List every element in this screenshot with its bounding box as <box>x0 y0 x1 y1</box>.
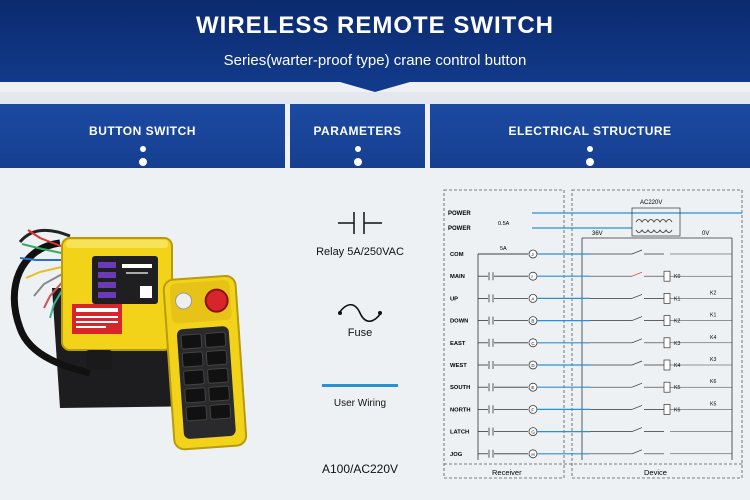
row-label: LATCH <box>450 430 469 436</box>
fuse-icon <box>338 304 382 322</box>
v0-label: 0V <box>702 231 709 237</box>
interlock-label: K6 <box>710 379 716 385</box>
divider-strip <box>0 92 750 104</box>
interlock-label: K2 <box>710 290 716 296</box>
row-label: EAST <box>450 341 466 347</box>
dot-icon <box>586 158 594 166</box>
dot-icon <box>353 158 362 166</box>
tab-label: ELECTRICAL STRUCTURE <box>508 124 672 138</box>
relay-id: K0 <box>674 274 680 280</box>
tab-button-switch[interactable]: BUTTON SWITCH <box>0 104 285 168</box>
page-subtitle: Series(warter-proof type) crane control … <box>223 52 527 69</box>
terminal-letter: E <box>531 385 534 390</box>
header-banner <box>0 0 750 82</box>
relay-id: K5 <box>674 385 680 391</box>
terminal <box>528 271 538 281</box>
fuse-1-label: 0.5A <box>498 221 510 227</box>
device-label: Device <box>644 468 667 477</box>
dot-icon <box>139 146 146 152</box>
terminal-letter: F <box>531 407 534 412</box>
interlock-label: K3 <box>710 357 716 363</box>
terminal-letter: B <box>531 319 534 324</box>
row-label: MAIN <box>450 274 465 280</box>
relay-id: K2 <box>674 319 680 325</box>
user-wiring-label: User Wiring <box>333 398 387 409</box>
row-label: SOUTH <box>450 385 470 391</box>
tab-label: PARAMETERS <box>313 124 402 138</box>
terminal-letter: C <box>531 341 535 346</box>
tab-electrical-structure[interactable]: ELECTRICAL STRUCTURE <box>430 104 750 168</box>
dot-icon <box>354 146 361 152</box>
row-label: NORTH <box>450 407 471 413</box>
terminal-letter: A <box>531 296 534 301</box>
electrical-diagram: POWER POWER 0.5A 5A AC220V 36V 0V COM J MA… <box>443 189 743 479</box>
row-label: JOG <box>450 452 463 458</box>
relay-contact-icon <box>338 212 382 234</box>
dot-icon <box>138 158 147 166</box>
remote-control-image <box>10 228 248 451</box>
power-label-1: POWER <box>448 211 471 217</box>
v36-label: 36V <box>592 231 603 237</box>
page-title: WIRELESS REMOTE SWITCH <box>196 12 554 39</box>
interlock-label: K4 <box>710 335 716 341</box>
dot-icon <box>587 146 593 152</box>
relay-spec: Relay 5A/250VAC <box>316 246 404 258</box>
interlock-label: K5 <box>710 401 716 407</box>
ac-label: AC220V <box>640 200 662 206</box>
header-notch <box>340 82 410 92</box>
user-wiring-line <box>322 384 398 387</box>
tab-label: BUTTON SWITCH <box>89 124 196 138</box>
terminal-letter: D <box>531 363 535 368</box>
relay-id: K1 <box>674 296 680 302</box>
row-label: DOWN <box>450 319 468 325</box>
row-label: COM <box>450 252 464 258</box>
relay-id: K4 <box>674 363 680 369</box>
relay-id: K6 <box>674 407 680 413</box>
terminal-letter: I <box>531 274 532 279</box>
terminal-letter: H <box>531 452 534 457</box>
row-label: WEST <box>450 363 467 369</box>
fuse-2-label: 5A <box>500 246 507 252</box>
receiver-label: Receiver <box>492 468 522 477</box>
relay-id: K3 <box>674 341 680 347</box>
row-label: UP <box>450 296 458 302</box>
terminal-letter: G <box>531 430 535 435</box>
tab-parameters[interactable]: PARAMETERS <box>290 104 425 168</box>
fuse-label: Fuse <box>347 327 373 339</box>
model-label: A100/AC220V <box>321 462 399 476</box>
interlock-label: K1 <box>710 313 716 319</box>
terminal-letter: J <box>531 252 533 257</box>
power-label-2: POWER <box>448 226 471 232</box>
